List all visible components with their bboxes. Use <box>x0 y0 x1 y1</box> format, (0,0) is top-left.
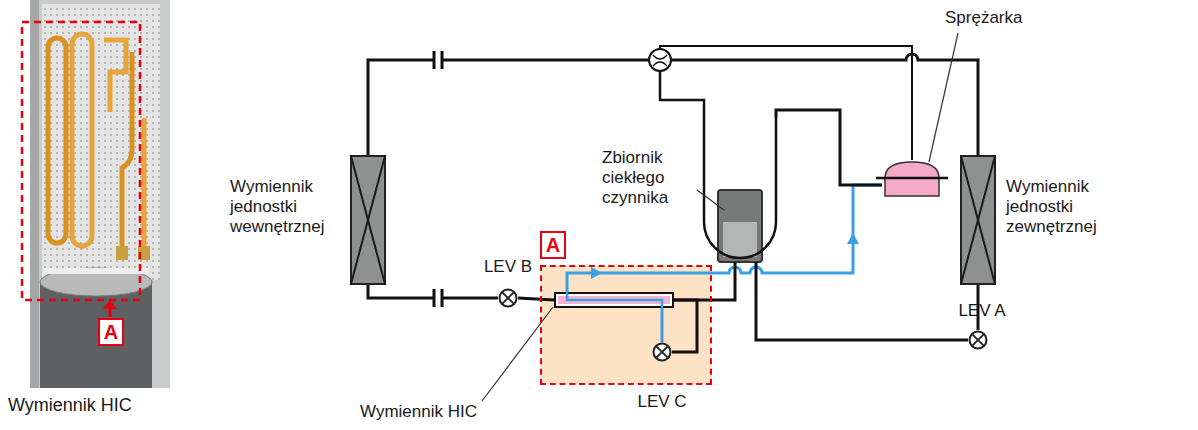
unit-photo <box>30 0 170 388</box>
refrigerant-pipe <box>756 262 968 340</box>
pipe-line <box>756 262 968 340</box>
component-label: Wymiennik jednostki zewnętrznej <box>1006 177 1128 237</box>
hic-inner-flow <box>567 292 662 308</box>
expansion-valve-shape <box>968 330 988 350</box>
copper-pipe <box>104 40 126 112</box>
valve-cross <box>656 346 668 358</box>
indoor-heat-exchanger-shape <box>350 155 386 285</box>
valve-body <box>654 344 671 361</box>
leader-line <box>482 307 553 401</box>
hic-exchanger-shape <box>554 292 674 308</box>
valve-body <box>970 332 987 349</box>
service-valve <box>433 289 436 307</box>
liquid-receiver: Zbiornik ciekłego czynnika <box>700 118 780 262</box>
exchanger-cross <box>961 156 995 284</box>
exchanger-cross <box>351 156 385 284</box>
component-label: Wymiennik HIC <box>360 402 477 422</box>
leader-line <box>929 33 958 162</box>
pipe-line <box>674 262 735 300</box>
four-way-valve-mark <box>653 55 667 59</box>
section-letter: A <box>540 231 566 259</box>
service-valve-gap <box>433 288 443 308</box>
pipe-line <box>661 308 664 342</box>
compressor-band <box>876 177 948 180</box>
four-way-valve-mark <box>653 62 667 66</box>
valve-cross <box>972 334 984 346</box>
pipe-line <box>776 110 882 185</box>
photo-caption: Wymiennik HIC <box>8 394 132 416</box>
gas-pipe <box>671 54 978 155</box>
copper-pipe <box>142 118 147 252</box>
component-label: Wymiennik jednostki wewnętrznej <box>230 177 342 237</box>
refrigerant-pipe <box>674 262 735 300</box>
service-valve <box>441 51 444 69</box>
expansion-valve-shape <box>652 342 672 362</box>
flow-arrowhead <box>591 267 602 279</box>
hic-exchanger: Wymiennik HIC <box>554 292 674 308</box>
component-label: LEV A <box>958 301 1005 321</box>
pointer-arrow <box>109 308 112 317</box>
exchanger-body <box>961 156 995 284</box>
expansion-valve: LEV A <box>968 330 988 350</box>
expansion-valve: LEV C <box>652 342 672 362</box>
pipe-line <box>672 300 697 352</box>
service-valve <box>433 51 436 69</box>
brass-fitting <box>116 246 128 260</box>
indoor-heat-exchanger: Wymiennik jednostki wewnętrznej <box>350 155 386 285</box>
component-label: LEV C <box>637 392 686 412</box>
valve-cross <box>656 346 668 358</box>
receiver-tank <box>718 190 762 262</box>
bracket <box>44 268 148 274</box>
four-way-valve <box>649 49 671 71</box>
copper-pipe <box>122 52 132 250</box>
pipe-line <box>518 298 554 300</box>
copper-pipe <box>72 34 92 246</box>
leader-line <box>697 190 724 210</box>
refrigerant-pipe <box>672 300 697 352</box>
hic-region: AWymiennik HICLEV C <box>540 265 712 385</box>
valve-body <box>500 290 517 307</box>
expansion-valve: LEV B <box>498 288 518 308</box>
discharge-pipe <box>660 46 912 160</box>
refrigerant-pipe <box>662 308 663 342</box>
cabinet-panel <box>42 4 160 280</box>
compressor-shape <box>882 160 942 196</box>
label-holder: Wymiennik HIC <box>8 394 132 416</box>
component-label: Sprężarka <box>945 8 1022 28</box>
flow-arrowhead <box>847 233 859 244</box>
service-valve-gap <box>433 50 443 70</box>
valve-cross <box>502 292 514 304</box>
photo-highlight <box>22 22 140 300</box>
label-holder: A <box>98 318 124 346</box>
compressor: Sprężarka <box>882 160 942 196</box>
receiver-liquid <box>723 222 757 257</box>
cabinet <box>30 0 170 388</box>
suction-u-tube <box>660 71 776 258</box>
hic-shell <box>555 293 673 307</box>
service-valve <box>441 289 444 307</box>
refrigerant-pipe <box>518 298 554 300</box>
outdoor-heat-exchanger-shape <box>960 155 996 285</box>
outdoor-heat-exchanger: Wymiennik jednostki zewnętrznej <box>960 155 996 285</box>
gas-pipe <box>368 60 649 155</box>
callout-letter: A <box>98 318 124 346</box>
pointer-arrowhead <box>103 300 117 309</box>
exchanger-cross <box>351 156 385 284</box>
component-label: LEV B <box>484 257 532 277</box>
exchanger-cross <box>961 156 995 284</box>
expansion-valve-shape <box>498 288 518 308</box>
compressor-body <box>40 282 152 388</box>
refrigerant-pipe <box>776 110 882 185</box>
copper-pipe <box>48 38 66 243</box>
cabinet-edge <box>30 0 39 388</box>
valve-cross <box>972 334 984 346</box>
compressor-top <box>40 268 152 296</box>
exchanger-body <box>351 156 385 284</box>
component-label: Zbiornik ciekłego czynnika <box>602 148 694 208</box>
valve-cross <box>502 292 514 304</box>
